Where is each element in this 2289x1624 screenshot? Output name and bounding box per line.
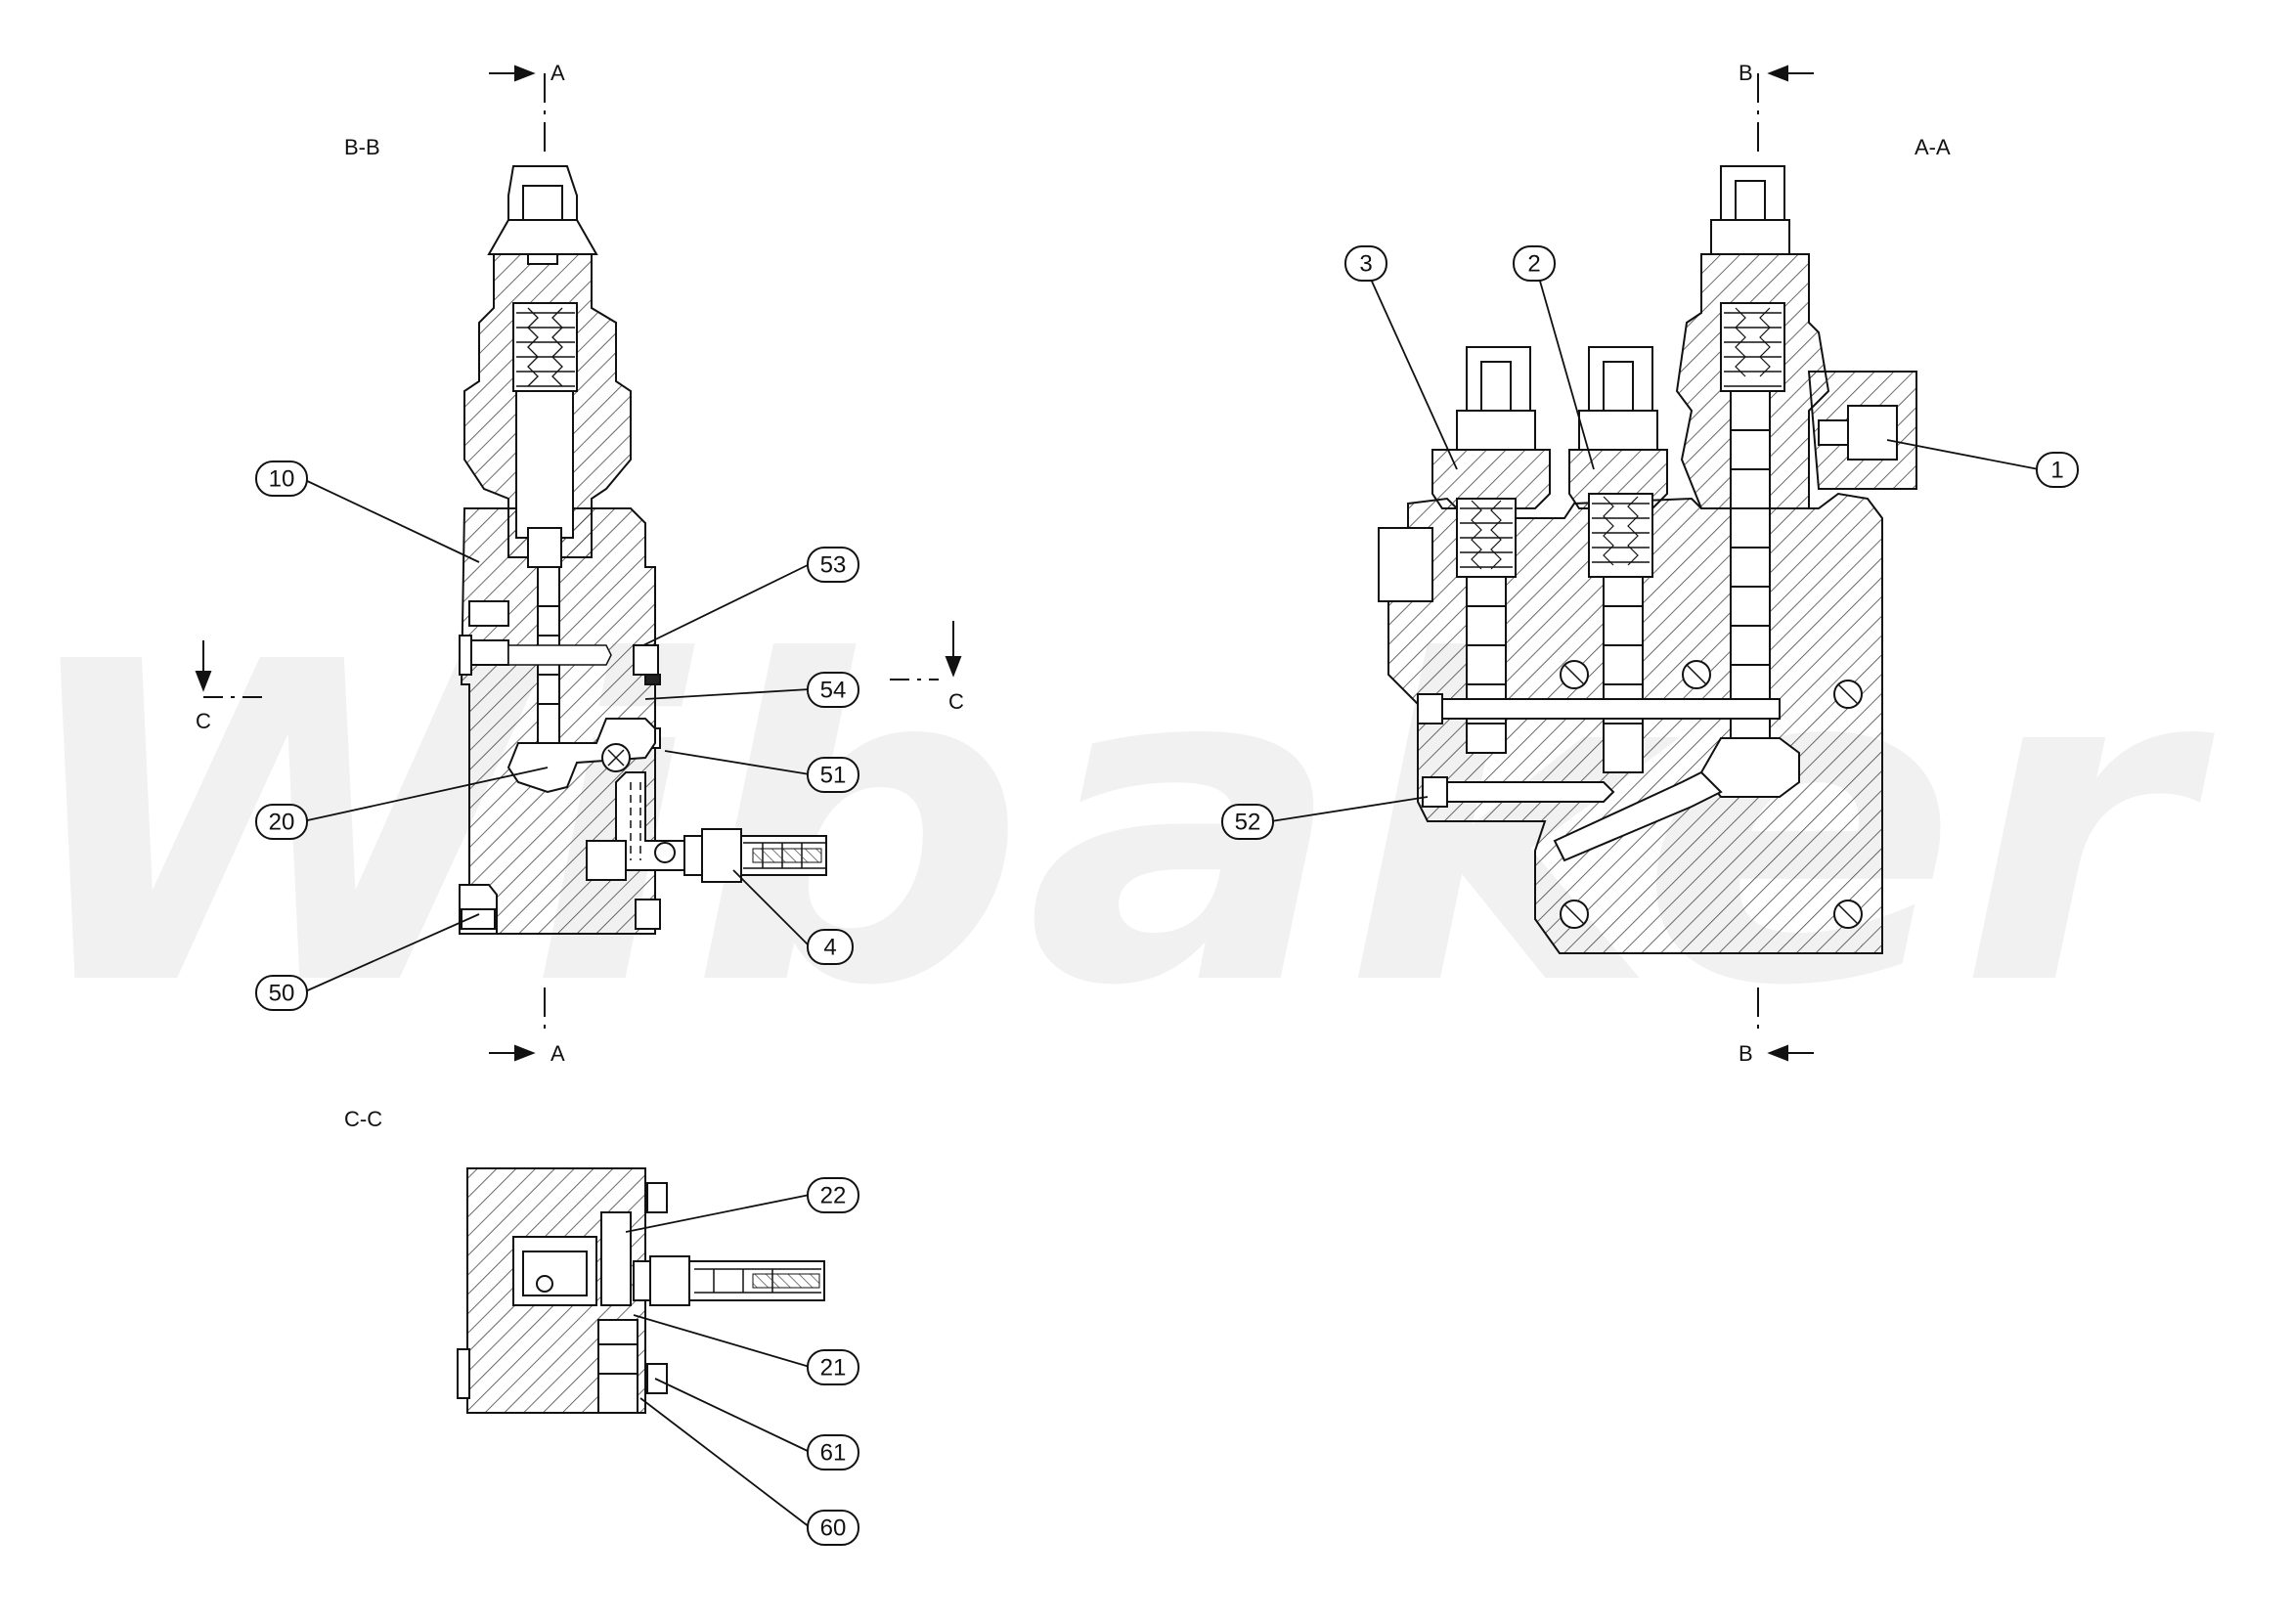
balloon-60: 60 (807, 1510, 859, 1546)
balloon-20: 20 (255, 804, 308, 840)
balloon-3-label: 3 (1359, 251, 1372, 278)
balloon-53-label: 53 (820, 552, 847, 579)
view-bb-title: B-B (344, 135, 380, 159)
balloon-1: 1 (2036, 452, 2079, 488)
balloon-10: 10 (255, 461, 308, 497)
balloon-4-label: 4 (823, 935, 836, 961)
balloon-52: 52 (1221, 804, 1274, 840)
balloon-3: 3 (1344, 245, 1387, 282)
balloon-4: 4 (807, 929, 854, 965)
balloon-21-label: 21 (820, 1355, 847, 1382)
view-aa-title: A-A (1915, 135, 1951, 159)
aa-center-lines (1757, 65, 1814, 1062)
cut-mark-b-bottom: B (1739, 1041, 1753, 1066)
balloon-20-label: 20 (269, 810, 295, 836)
balloon-21: 21 (807, 1349, 859, 1385)
balloon-10-label: 10 (269, 466, 295, 493)
balloon-52-label: 52 (1235, 810, 1261, 836)
view-aa (1378, 165, 1917, 954)
balloon-54-label: 54 (820, 678, 847, 704)
balloon-60-label: 60 (820, 1515, 847, 1542)
balloon-54: 54 (807, 672, 859, 708)
cut-mark-a-top: A (550, 61, 565, 85)
cut-mark-c-left: C (196, 709, 211, 733)
balloon-2: 2 (1513, 245, 1556, 282)
view-bb (459, 165, 827, 935)
balloon-61-label: 61 (820, 1440, 847, 1467)
view-cc-title: C-C (344, 1107, 382, 1131)
balloon-50-label: 50 (269, 981, 295, 1007)
balloon-51-label: 51 (820, 763, 847, 789)
cut-mark-b-top: B (1739, 61, 1753, 85)
cut-mark-a-bottom: A (550, 1041, 565, 1066)
balloon-2-label: 2 (1527, 251, 1540, 278)
watermark: Wibaker (10, 570, 2216, 1082)
balloon-51: 51 (807, 757, 859, 793)
balloon-50: 50 (255, 975, 308, 1011)
cut-mark-c-right: C (948, 689, 964, 714)
balloon-22-label: 22 (820, 1183, 847, 1209)
balloon-61: 61 (807, 1434, 859, 1470)
balloon-22: 22 (807, 1177, 859, 1213)
view-cc (457, 1167, 825, 1414)
balloon-1-label: 1 (2050, 458, 2063, 484)
leader-lines (302, 263, 2040, 1528)
balloon-53: 53 (807, 547, 859, 583)
bb-center-lines (195, 65, 962, 1062)
